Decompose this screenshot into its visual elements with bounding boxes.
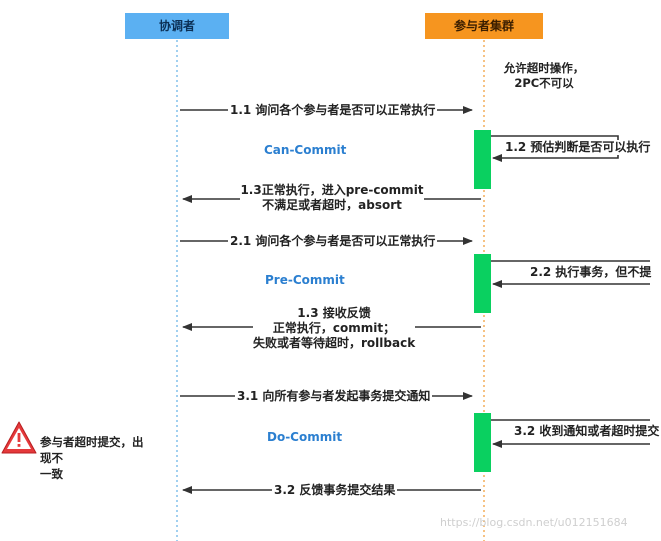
message-1-1: 1.1 询问各个参与者是否可以正常执行 <box>228 103 438 118</box>
watermark: https://blog.csdn.net/u012151684 <box>440 516 628 529</box>
message-1-3-line-1: 1.3正常执行，进入pre-commit <box>240 183 424 197</box>
warning-triangle-icon <box>1 421 37 454</box>
message-3-1: 3.1 向所有参与者发起事务提交通知 <box>235 389 433 404</box>
message-3-2-self: 3.2 收到通知或者超时提交 <box>512 424 661 439</box>
activation-bar-do-commit <box>474 413 491 472</box>
coordinator-header: 协调者 <box>125 13 229 39</box>
message-1-2: 1.2 预估判断是否可以执行 <box>503 140 653 155</box>
message-1-3-line-2: 不满足或者超时，absort <box>262 198 402 212</box>
message-1-3: 1.3正常执行，进入pre-commit 不满足或者超时，absort <box>240 183 424 213</box>
phase-can-commit: Can-Commit <box>264 143 347 157</box>
warning-text-line-2: 一致 <box>40 467 63 481</box>
cluster-note: 允许超时操作， 2PC不可以 <box>500 61 588 91</box>
participant-cluster-header: 参与者集群 <box>425 13 543 39</box>
phase-pre-commit: Pre-Commit <box>265 273 345 287</box>
message-2-3-line-1: 1.3 接收反馈 <box>297 306 371 320</box>
message-2-3: 1.3 接收反馈 正常执行，commit； 失败或者等待超时，rollback <box>253 304 415 353</box>
message-2-1: 2.1 询问各个参与者是否可以正常执行 <box>228 234 438 249</box>
phase-do-commit: Do-Commit <box>267 430 343 444</box>
cluster-note-line-2: 2PC不可以 <box>514 76 574 90</box>
cluster-note-line-1: 允许超时操作， <box>503 61 585 75</box>
message-2-3-line-2: 正常执行，commit； <box>272 321 396 335</box>
message-2-3-line-3: 失败或者等待超时，rollback <box>253 336 416 350</box>
activation-bar-pre-commit <box>474 254 491 313</box>
message-3-2-back: 3.2 反馈事务提交结果 <box>272 483 398 498</box>
warning-text: 参与者超时提交，出现不 一致 <box>40 434 150 482</box>
warning-text-line-1: 参与者超时提交，出现不 <box>40 435 144 465</box>
message-2-2: 2.2 执行事务，但不提 <box>528 265 654 280</box>
activation-bar-can-commit <box>474 130 491 189</box>
